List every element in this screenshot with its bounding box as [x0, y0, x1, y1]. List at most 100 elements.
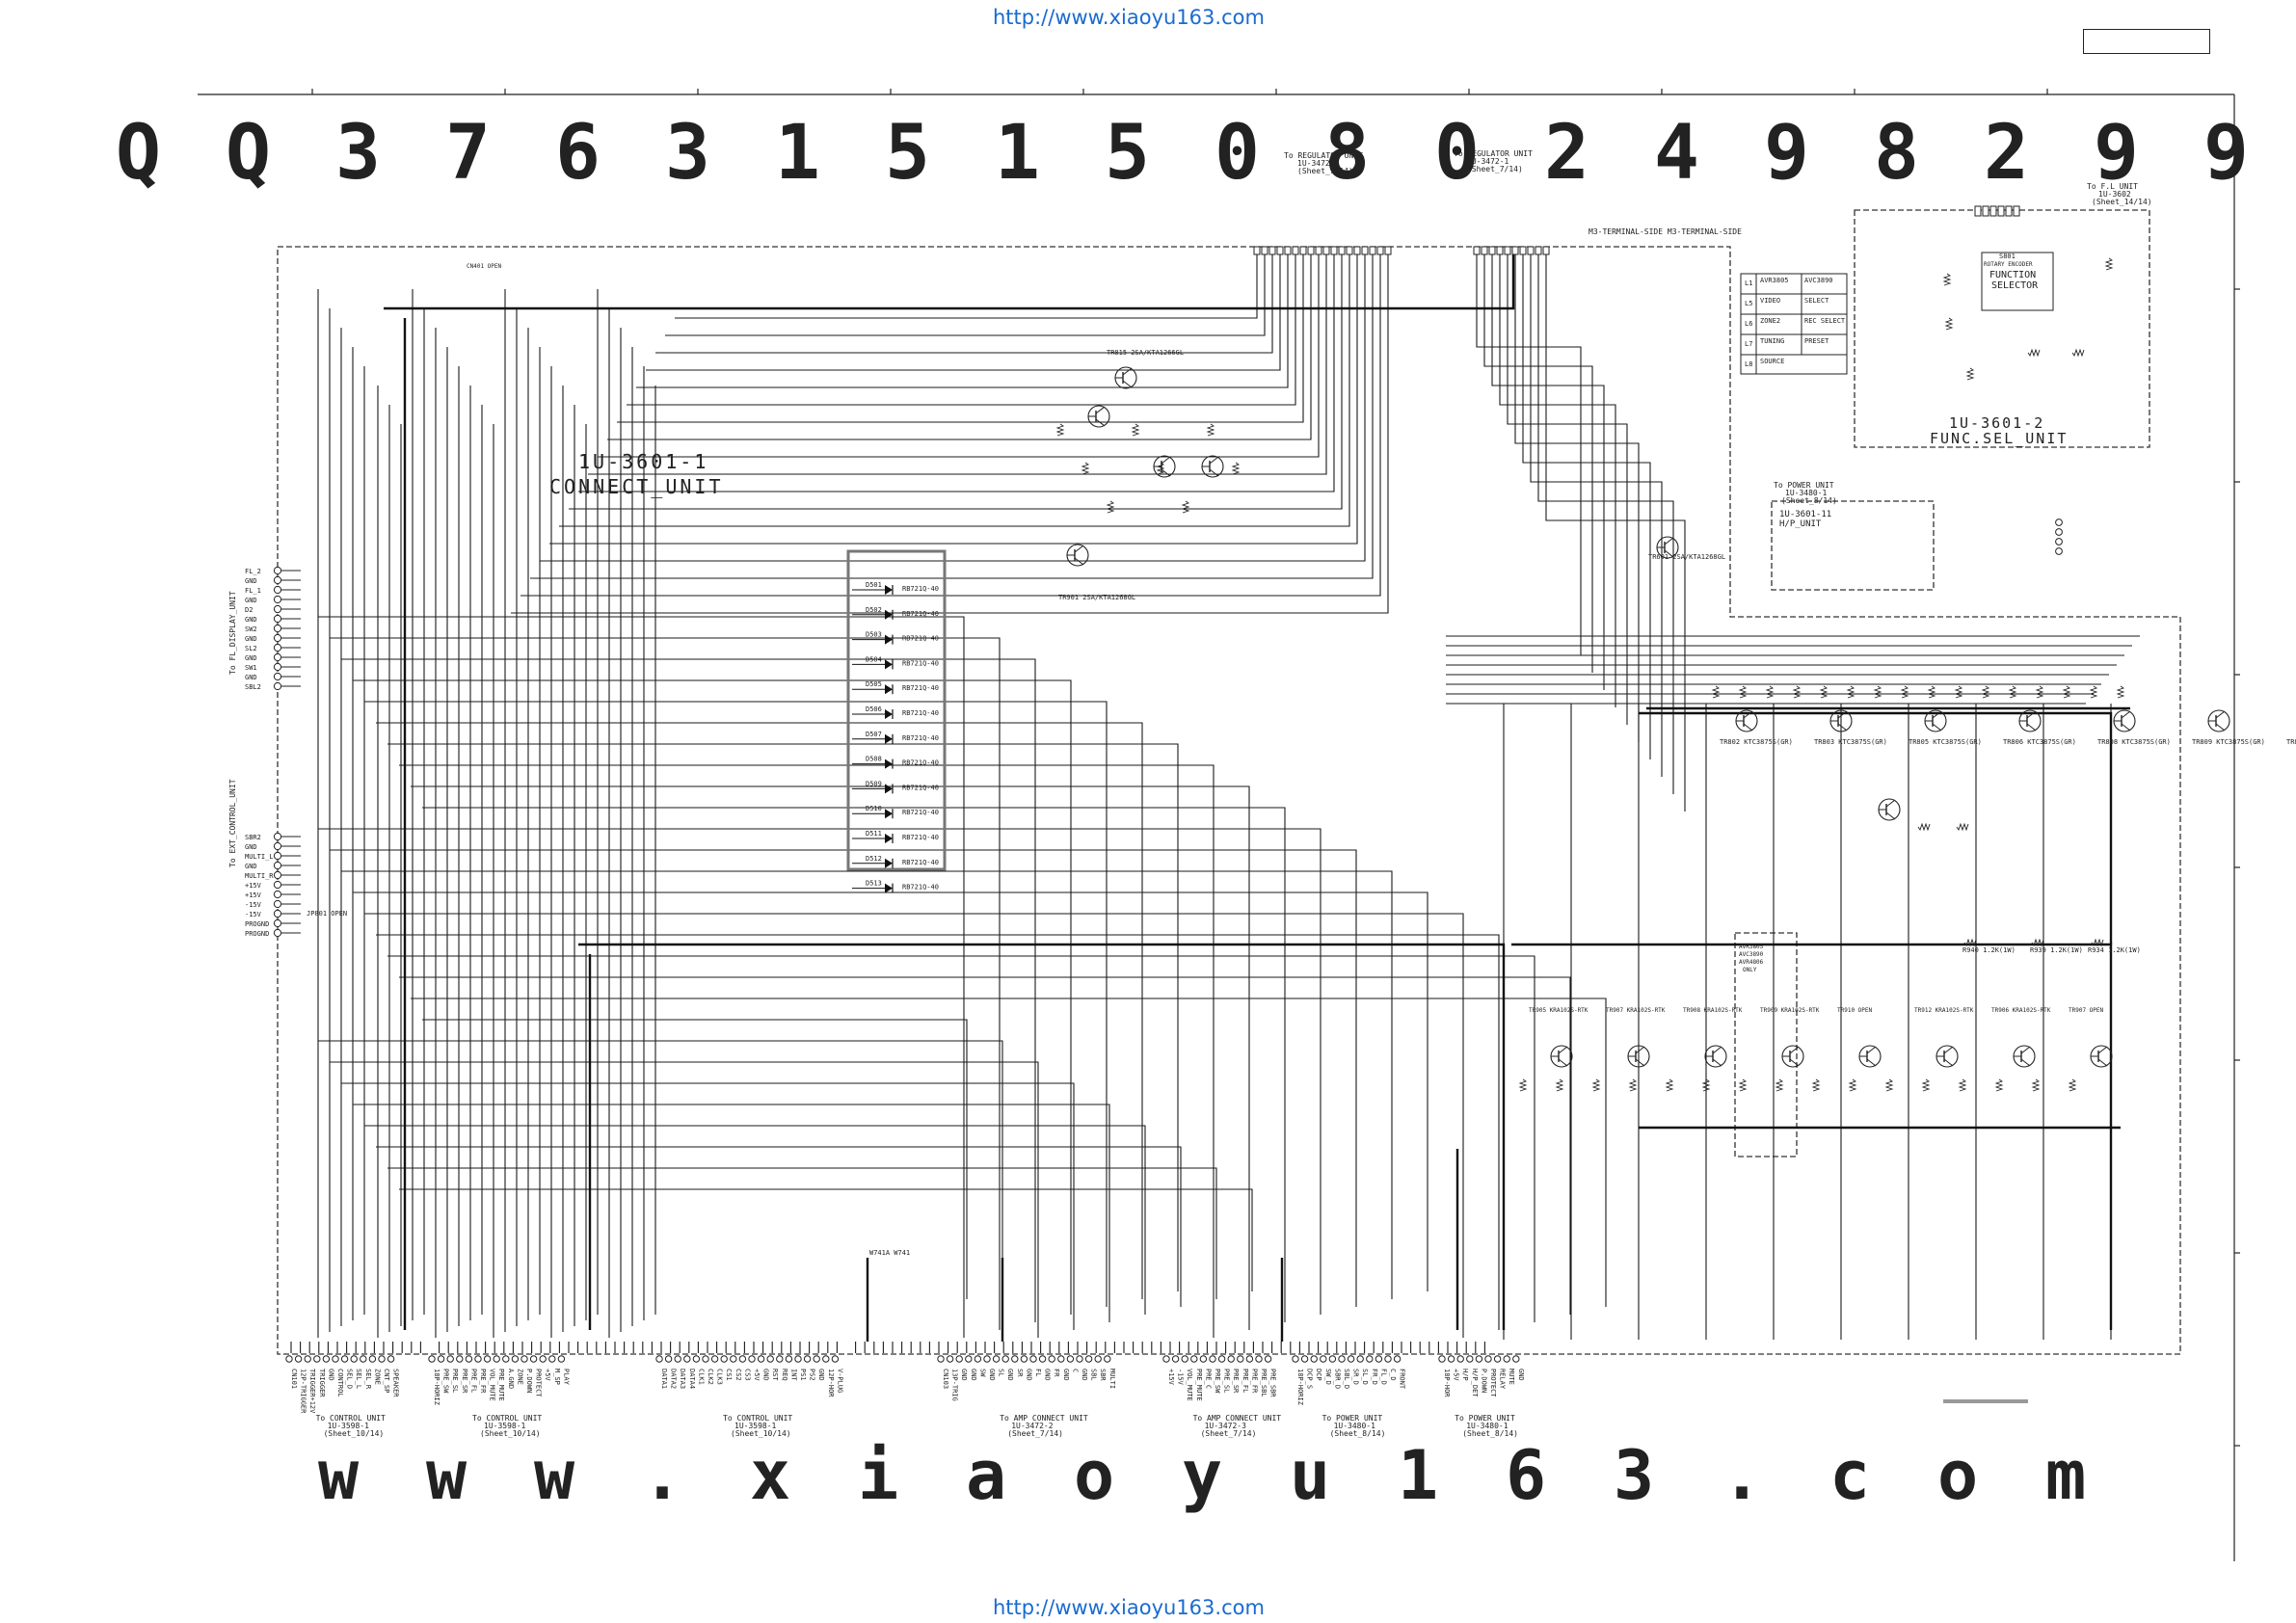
watermark-site-char: o: [1937, 1436, 1978, 1515]
wire-ladder: [399, 1188, 1253, 1291]
transistor-row2-c: [1866, 1046, 1877, 1054]
diode-part: RB721Q-40: [902, 859, 939, 866]
resistor: [1917, 822, 1931, 832]
hp-unit-name: H/P_UNIT: [1779, 519, 1822, 529]
wire-ladder: [353, 1104, 1110, 1322]
func-selector-word1: FUNCTION: [1989, 270, 2036, 280]
wire-ladder: [399, 764, 1215, 1338]
transistor-row2-label: TR912 KRA102S-RTK: [1914, 1007, 1974, 1014]
function-table: [1740, 273, 1848, 375]
func-table-cell: VIDEO: [1760, 297, 1780, 305]
diode-part: RB721Q-40: [902, 809, 939, 816]
bottom-pin: [360, 1355, 367, 1363]
bottom-pin: [674, 1355, 681, 1363]
bottom-pin-label: SR: [1016, 1369, 1024, 1377]
top-connector-pin: [1330, 246, 1338, 255]
connector-fl-pin-label: SW1: [245, 664, 257, 672]
wire-top-drop: [636, 251, 1289, 388]
bottom-pin-label: GND: [988, 1369, 996, 1381]
resistors: [1055, 257, 2125, 1092]
to-ext-label: To EXT_CONTROL_UNIT: [228, 779, 237, 867]
connector-ext-pin: [273, 880, 282, 890]
func-table-cell: L6: [1745, 320, 1752, 328]
resistor: [1738, 685, 1748, 699]
power-unit-line1: To POWER UNIT: [1774, 481, 1834, 490]
wire-ladder: [318, 1040, 1003, 1291]
bottom-pin: [1347, 1355, 1355, 1363]
bottom-pin-label: VOL_MUTE: [1186, 1369, 1193, 1401]
bottom-pin-label: +5V: [544, 1369, 551, 1381]
bottom-pin-label: SL: [998, 1369, 1005, 1376]
wire-top-drop-right: [1537, 251, 1674, 794]
fl-unit-line1: To F.L UNIT: [2087, 182, 2138, 191]
func-table-cell: REC SELECT: [1804, 317, 1846, 325]
connector-fl-pin-label: GND: [245, 674, 257, 681]
connector-ext-pin: [273, 928, 282, 938]
bottom-pin-label: 12P-HOR: [827, 1369, 835, 1397]
bottom-pin-label: PRE_MUTE: [1195, 1369, 1203, 1401]
wire-ladder: [341, 658, 1036, 1322]
transistor-row1-c: [1743, 710, 1753, 719]
connector-fl-pin: [273, 633, 282, 643]
func-table-cell: AVR3805: [1760, 277, 1789, 284]
transistor-row2-c: [2020, 1046, 2031, 1054]
connector-ext-pin: [273, 918, 282, 928]
bottom-pin: [1094, 1355, 1102, 1363]
bottom-pin: [757, 1355, 765, 1363]
transistor-row1-c: [2215, 710, 2226, 719]
diode-symbol: [885, 758, 893, 769]
transistor-tr815-c: [1122, 367, 1133, 376]
bottom-pin-label: SBR_D: [1333, 1369, 1341, 1389]
bottom-pin-label: DATA2: [670, 1369, 678, 1389]
bottom-pin-label: GND: [817, 1369, 825, 1381]
watermark-site-char: 3: [1614, 1436, 1654, 1515]
transistor-row1-e: [1837, 723, 1848, 732]
watermark-qq-char: 3: [335, 110, 381, 197]
transistor-row2-e: [1866, 1058, 1877, 1067]
wire-top-drop: [627, 251, 1296, 406]
bottom-pin-label: SEL_R: [364, 1369, 372, 1390]
bottom-pin-label: SR_D: [1352, 1369, 1360, 1385]
bottom-pin: [1066, 1355, 1075, 1363]
bottom-pin-label: MULTI: [1108, 1369, 1116, 1389]
bottom-pin: [1310, 1355, 1318, 1363]
bottom-pin: [340, 1355, 349, 1363]
bottom-pin: [748, 1355, 756, 1363]
wire-top-drop-right: [1522, 251, 1651, 759]
resistor: [1738, 1078, 1748, 1092]
bottom-pin-label: PRE_FR: [479, 1369, 487, 1394]
bottom-pin-label: 18P-HORIZ: [1296, 1369, 1304, 1405]
bottom-pin-label: SEL_D: [346, 1369, 354, 1389]
transistor-row2-e: [1635, 1058, 1645, 1067]
bottom-pin-label: DCP_S: [1306, 1369, 1314, 1389]
top-connector-pin: [1353, 246, 1361, 255]
top-connector-pin: [1504, 246, 1511, 255]
bottom-pin-label: GND: [1044, 1369, 1052, 1381]
resistor: [1994, 1078, 2004, 1092]
bottom-pin: [437, 1355, 445, 1363]
bottom-pin-label: CLK1: [697, 1369, 705, 1385]
wire-top-drop: [588, 251, 1327, 475]
connector-ext-pin: [273, 890, 282, 899]
resistor: [1965, 367, 1975, 381]
diode-ref: D510: [866, 805, 882, 812]
transistor-row1-label: TR811 KTC3875S(GR): [2286, 738, 2296, 746]
bottom-pin: [1217, 1355, 1226, 1363]
resistor: [2008, 685, 2017, 699]
transistor-tr805-e: [1161, 468, 1171, 477]
top-connector-pin: [1496, 246, 1504, 255]
bottom-group-sheet: (Sheet_7/14): [1201, 1429, 1257, 1438]
bottom-pin-label: FR: [1053, 1369, 1060, 1377]
bottom-pin: [493, 1355, 500, 1363]
bottom-pin: [521, 1355, 528, 1363]
wire-ladder: [387, 743, 1179, 1291]
watermark-url-top[interactable]: http://www.xiaoyu163.com: [993, 6, 1265, 29]
transistor-row2-label: TR910 OPEN: [1837, 1007, 1873, 1014]
connector-ext-pin-label: SBR2: [245, 834, 261, 841]
watermark-url-bottom[interactable]: http://www.xiaoyu163.com: [993, 1596, 1265, 1619]
resistor: [1956, 822, 1969, 832]
top-connector-pin: [1361, 246, 1369, 255]
